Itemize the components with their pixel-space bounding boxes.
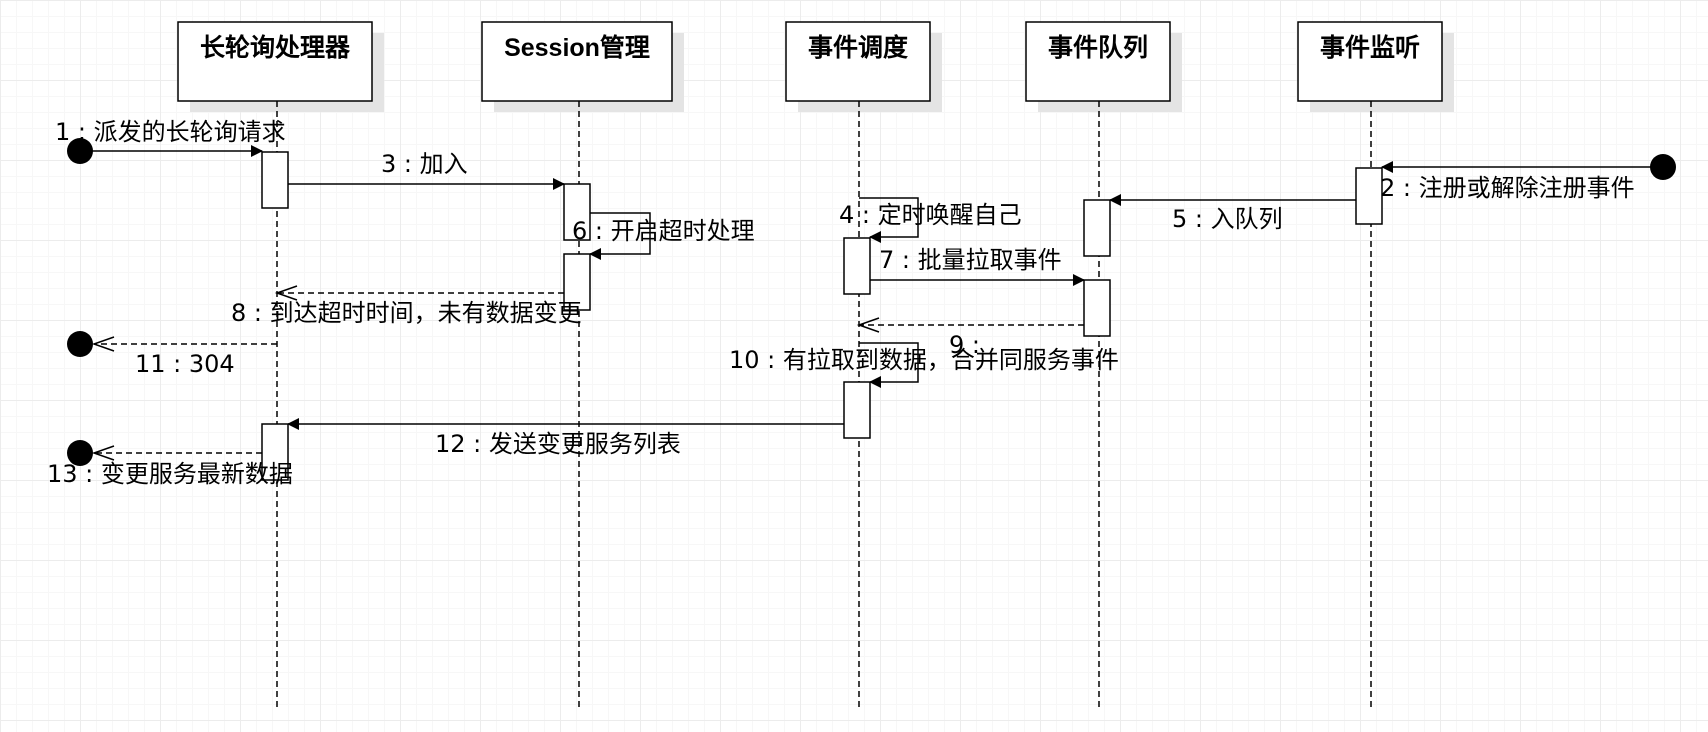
open-arrowhead bbox=[856, 317, 880, 333]
activation-bar bbox=[843, 381, 871, 439]
activation-bar bbox=[1355, 167, 1383, 225]
message-13-label: 13 : 变更服务最新数据 bbox=[47, 460, 293, 488]
self-call-6 bbox=[589, 212, 651, 260]
participant-label: Session管理 bbox=[504, 33, 650, 62]
message-12-label: 12 : 发送变更服务列表 bbox=[435, 430, 681, 458]
message-5-label: 5 : 入队列 bbox=[1172, 205, 1283, 233]
lost-message-end-11 bbox=[67, 331, 93, 357]
participant-event-queue[interactable]: 事件队列 bbox=[1025, 21, 1182, 112]
message-8-label: 8 : 到达超时时间，未有数据变更 bbox=[231, 299, 582, 327]
open-arrowhead bbox=[91, 336, 115, 352]
self-call-4 bbox=[859, 197, 919, 243]
participant-label: 事件调度 bbox=[808, 33, 908, 62]
activation-bar bbox=[563, 253, 591, 311]
message-10-label: 10 : 有拉取到数据，合并同服务事件 bbox=[729, 346, 1119, 374]
activation-bar bbox=[1083, 199, 1111, 257]
message-3-label: 3 : 加入 bbox=[381, 150, 468, 178]
activation-bar bbox=[261, 423, 289, 481]
message-11-label: 11 : 304 bbox=[135, 350, 235, 378]
participant-event-dispatcher[interactable]: 事件调度 bbox=[785, 21, 942, 112]
participant-label: 事件监听 bbox=[1320, 34, 1420, 62]
participant-label: 事件队列 bbox=[1048, 33, 1148, 62]
lost-message-end-13 bbox=[67, 440, 93, 466]
found-message-start-2 bbox=[1650, 154, 1676, 180]
message-6-label: 6 : 开启超时处理 bbox=[572, 217, 755, 245]
message-9-label: 9 : bbox=[949, 331, 980, 359]
open-arrowhead bbox=[91, 445, 115, 461]
message-4-label: 4 : 定时唤醒自己 bbox=[839, 201, 1022, 229]
message-7-label: 7 : 批量拉取事件 bbox=[879, 246, 1062, 274]
activation-bar bbox=[843, 237, 871, 295]
open-arrowhead bbox=[274, 285, 298, 301]
found-message-start-1 bbox=[67, 138, 93, 164]
participant-session-manager[interactable]: Session管理 bbox=[481, 21, 684, 112]
activation-bar bbox=[563, 183, 591, 241]
message-1-label: 1 : 派发的长轮询请求 bbox=[55, 118, 286, 146]
participant-label: 长轮询处理器 bbox=[200, 33, 351, 62]
self-call-10 bbox=[859, 342, 919, 388]
participant-long-poll-handler[interactable]: 长轮询处理器 bbox=[177, 21, 384, 112]
message-2-label: 2 : 注册或解除注册事件 bbox=[1380, 174, 1635, 202]
participant-event-listener[interactable]: 事件监听 bbox=[1297, 21, 1454, 112]
activation-bar bbox=[261, 151, 289, 209]
activation-bar bbox=[1083, 279, 1111, 337]
